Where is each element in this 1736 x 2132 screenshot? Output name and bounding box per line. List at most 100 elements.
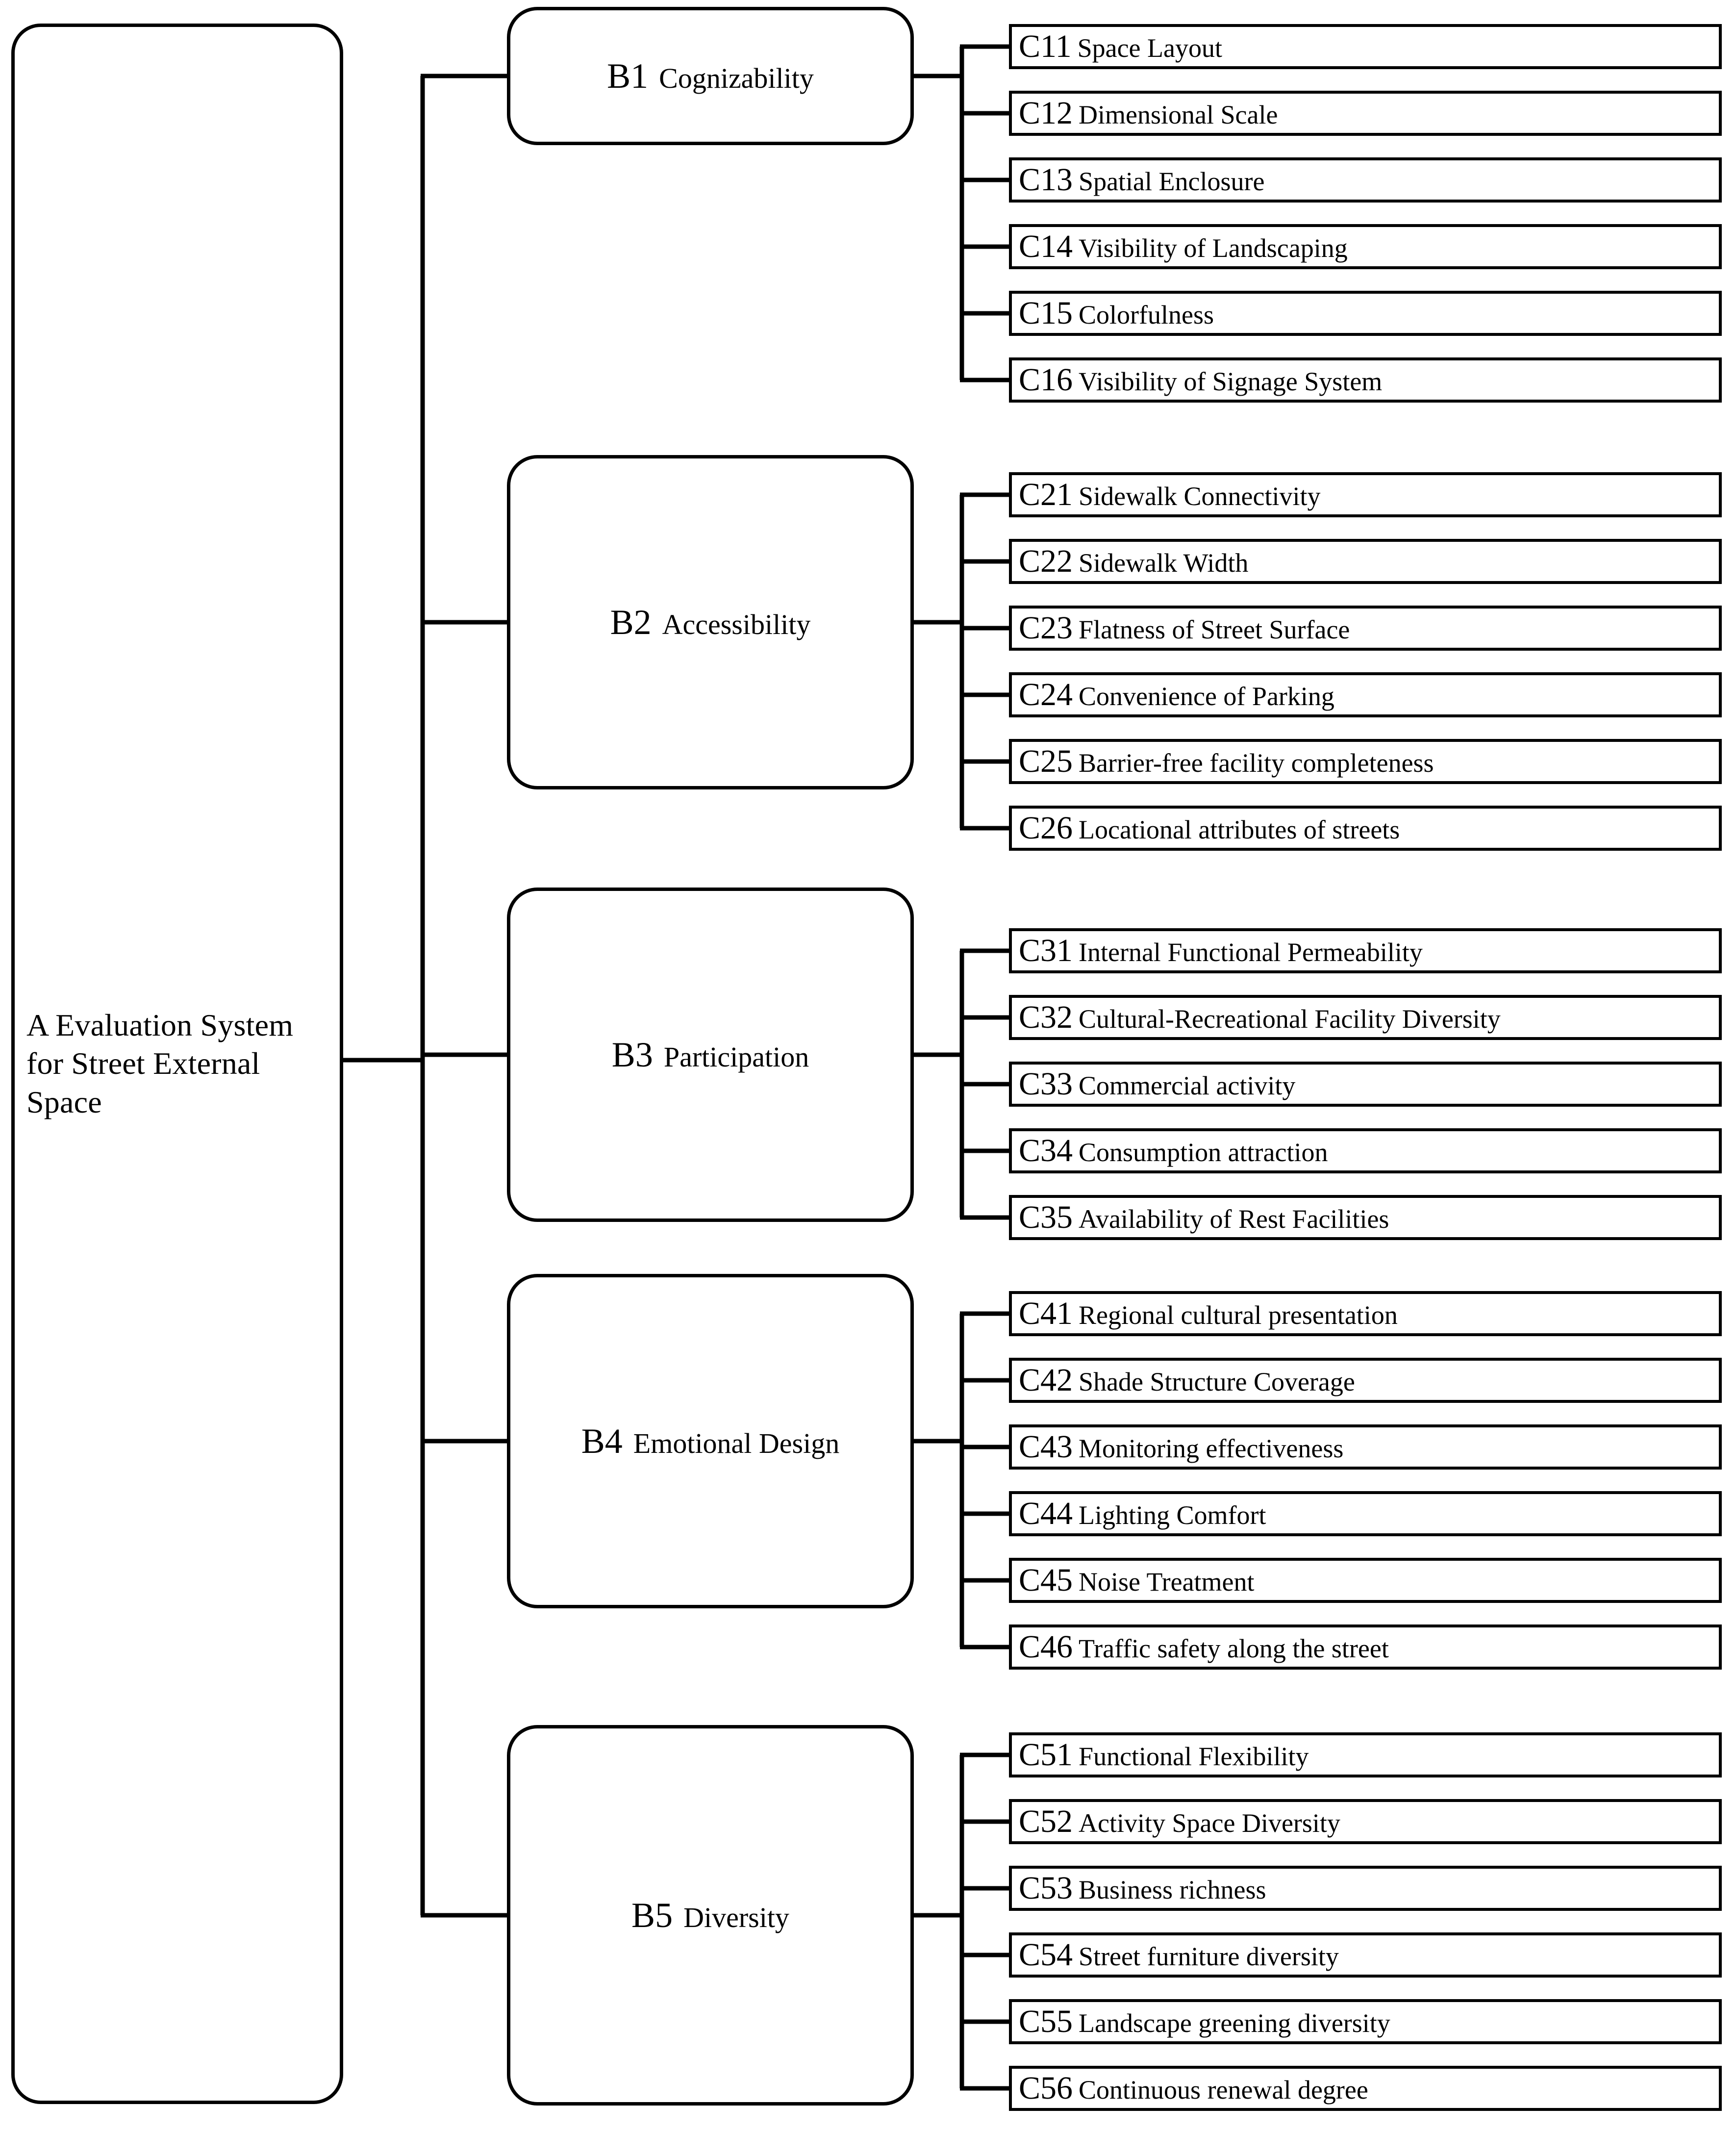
indicator-node-c24-content: C24 Convenience of Parking <box>1012 679 1334 711</box>
indicator-node-c32: C32 Cultural-Recreational Facility Diver… <box>1009 995 1722 1040</box>
indicator-node-c31-label: Internal Functional Permeability <box>1079 938 1423 967</box>
indicator-node-c25-label: Barrier-free facility completeness <box>1079 748 1434 778</box>
indicator-node-c11-label: Space Layout <box>1077 33 1222 63</box>
goal-node-a: A Evaluation System for Street External … <box>11 24 343 2104</box>
indicator-node-c25: C25 Barrier-free facility completeness <box>1009 739 1722 784</box>
indicator-node-c12-label: Dimensional Scale <box>1079 100 1278 129</box>
indicator-node-c21-content: C21 Sidewalk Connectivity <box>1012 479 1320 511</box>
indicator-node-c41-code: C41 <box>1019 1295 1073 1331</box>
indicator-node-c41: C41 Regional cultural presentation <box>1009 1291 1722 1336</box>
indicator-node-c42-content: C42 Shade Structure Coverage <box>1012 1364 1355 1396</box>
criteria-node-b1-content: B1 Cognizability <box>607 58 814 94</box>
criteria-node-b1-label: Cognizability <box>659 62 814 94</box>
indicator-node-c42: C42 Shade Structure Coverage <box>1009 1358 1722 1403</box>
indicator-node-c52-label: Activity Space Diversity <box>1079 1808 1340 1838</box>
indicator-node-c46: C46 Traffic safety along the street <box>1009 1624 1722 1670</box>
indicator-node-c44: C44 Lighting Comfort <box>1009 1491 1722 1536</box>
indicator-node-c32-content: C32 Cultural-Recreational Facility Diver… <box>1012 1001 1501 1034</box>
indicator-node-c51-code: C51 <box>1019 1737 1073 1773</box>
criteria-node-b3-code: B3 <box>611 1035 653 1074</box>
indicator-node-c31-code: C31 <box>1019 933 1073 968</box>
criteria-node-b5-label: Diversity <box>683 1902 789 1933</box>
indicator-node-c32-label: Cultural-Recreational Facility Diversity <box>1079 1004 1501 1034</box>
indicator-node-c31-content: C31 Internal Functional Permeability <box>1012 935 1423 967</box>
indicator-node-c26-content: C26 Locational attributes of streets <box>1012 812 1400 844</box>
criteria-node-b3-label: Participation <box>663 1041 809 1073</box>
indicator-node-c11-code: C11 <box>1019 28 1072 64</box>
indicator-node-c33: C33 Commercial activity <box>1009 1062 1722 1107</box>
criteria-node-b4-content: B4 Emotional Design <box>581 1423 839 1459</box>
indicator-node-c12: C12 Dimensional Scale <box>1009 91 1722 136</box>
indicator-node-c23-label: Flatness of Street Surface <box>1079 615 1350 644</box>
indicator-node-c15-content: C15 Colorfulness <box>1012 297 1214 330</box>
indicator-node-c13-label: Spatial Enclosure <box>1079 167 1265 196</box>
indicator-node-c23-content: C23 Flatness of Street Surface <box>1012 612 1350 644</box>
indicator-node-c23-code: C23 <box>1019 610 1073 646</box>
criteria-node-b2-code: B2 <box>610 603 652 642</box>
criteria-node-b3-content: B3 Participation <box>612 1037 809 1072</box>
indicator-node-c53-code: C53 <box>1019 1870 1073 1906</box>
indicator-node-c22-label: Sidewalk Width <box>1079 548 1249 578</box>
criteria-node-b2: B2 Accessibility <box>507 455 914 789</box>
indicator-node-c56-code: C56 <box>1019 2070 1073 2106</box>
indicator-node-c45-label: Noise Treatment <box>1079 1567 1255 1597</box>
indicator-node-c54-code: C54 <box>1019 1937 1073 1973</box>
criteria-node-b1-code: B1 <box>607 56 649 96</box>
criteria-node-b4-code: B4 <box>581 1421 623 1461</box>
indicator-node-c11: C11 Space Layout <box>1009 24 1722 69</box>
indicator-node-c53: C53 Business richness <box>1009 1866 1722 1911</box>
indicator-node-c33-content: C33 Commercial activity <box>1012 1068 1295 1100</box>
indicator-node-c42-label: Shade Structure Coverage <box>1079 1367 1355 1396</box>
indicator-node-c12-code: C12 <box>1019 95 1073 131</box>
indicator-node-c43-content: C43 Monitoring effectiveness <box>1012 1431 1343 1463</box>
indicator-node-c45: C45 Noise Treatment <box>1009 1558 1722 1603</box>
indicator-node-c15-label: Colorfulness <box>1079 300 1214 330</box>
indicator-node-c46-content: C46 Traffic safety along the street <box>1012 1631 1389 1663</box>
indicator-node-c55-label: Landscape greening diversity <box>1079 2008 1390 2038</box>
indicator-node-c35: C35 Availability of Rest Facilities <box>1009 1195 1722 1240</box>
indicator-node-c41-label: Regional cultural presentation <box>1079 1300 1398 1330</box>
indicator-node-c26: C26 Locational attributes of streets <box>1009 806 1722 851</box>
indicator-node-c23: C23 Flatness of Street Surface <box>1009 606 1722 651</box>
indicator-node-c44-label: Lighting Comfort <box>1079 1500 1266 1530</box>
indicator-node-c46-label: Traffic safety along the street <box>1079 1634 1389 1663</box>
indicator-node-c43-code: C43 <box>1019 1429 1073 1465</box>
indicator-node-c46-code: C46 <box>1019 1629 1073 1665</box>
criteria-node-b5-code: B5 <box>631 1896 673 1935</box>
indicator-node-c56-label: Continuous renewal degree <box>1079 2075 1368 2105</box>
indicator-node-c14-code: C14 <box>1019 228 1073 264</box>
indicator-node-c25-code: C25 <box>1019 743 1073 779</box>
indicator-node-c43: C43 Monitoring effectiveness <box>1009 1424 1722 1470</box>
criteria-node-b2-content: B2 Accessibility <box>610 605 811 640</box>
indicator-node-c12-content: C12 Dimensional Scale <box>1012 97 1278 129</box>
indicator-node-c16: C16 Visibility of Signage System <box>1009 357 1722 403</box>
indicator-node-c14-label: Visibility of Landscaping <box>1079 233 1348 263</box>
indicator-node-c35-content: C35 Availability of Rest Facilities <box>1012 1201 1389 1234</box>
indicator-node-c25-content: C25 Barrier-free facility completeness <box>1012 745 1434 778</box>
indicator-node-c32-code: C32 <box>1019 999 1073 1035</box>
goal-node-label: A Evaluation System for Street External … <box>26 1008 294 1119</box>
indicator-node-c33-label: Commercial activity <box>1079 1071 1296 1100</box>
indicator-node-c35-label: Availability of Rest Facilities <box>1079 1204 1389 1234</box>
indicator-node-c24: C24 Convenience of Parking <box>1009 672 1722 717</box>
indicator-node-c34: C34 Consumption attraction <box>1009 1128 1722 1173</box>
criteria-node-b4-label: Emotional Design <box>633 1427 840 1459</box>
indicator-node-c21-label: Sidewalk Connectivity <box>1079 482 1321 511</box>
indicator-node-c54-label: Street furniture diversity <box>1079 1942 1339 1971</box>
indicator-node-c22: C22 Sidewalk Width <box>1009 539 1722 584</box>
indicator-node-c44-content: C44 Lighting Comfort <box>1012 1497 1266 1530</box>
indicator-node-c51-label: Functional Flexibility <box>1079 1742 1309 1771</box>
indicator-node-c14: C14 Visibility of Landscaping <box>1009 224 1722 269</box>
indicator-node-c51: C51 Functional Flexibility <box>1009 1732 1722 1777</box>
indicator-node-c11-content: C11 Space Layout <box>1012 30 1222 63</box>
indicator-node-c26-code: C26 <box>1019 810 1073 846</box>
indicator-node-c21: C21 Sidewalk Connectivity <box>1009 472 1722 517</box>
indicator-node-c53-label: Business richness <box>1079 1875 1266 1904</box>
indicator-node-c52-content: C52 Activity Space Diversity <box>1012 1805 1340 1838</box>
indicator-node-c13-code: C13 <box>1019 162 1073 198</box>
indicator-node-c55: C55 Landscape greening diversity <box>1009 1999 1722 2044</box>
criteria-node-b4: B4 Emotional Design <box>507 1274 914 1608</box>
indicator-node-c52-code: C52 <box>1019 1803 1073 1839</box>
indicator-node-c31: C31 Internal Functional Permeability <box>1009 928 1722 973</box>
